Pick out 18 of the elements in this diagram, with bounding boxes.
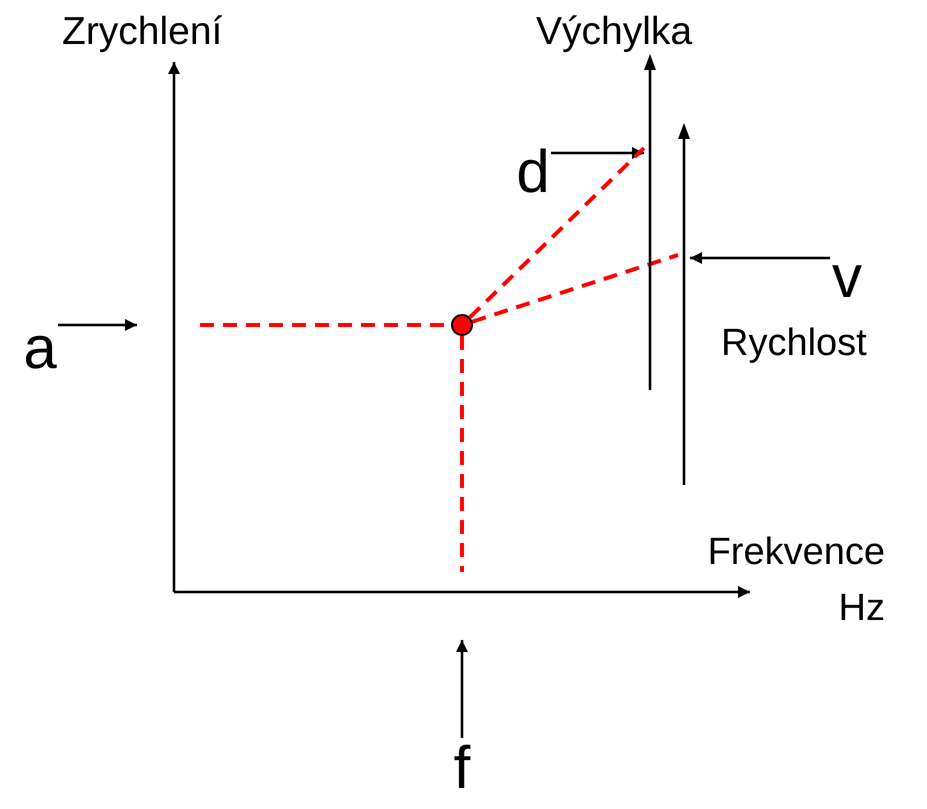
axis-label: Rychlost: [721, 322, 868, 366]
vertical-axis: [644, 54, 656, 390]
dashed-line: [472, 253, 679, 324]
symbol-label: a: [22, 318, 58, 378]
arrow: [456, 640, 468, 738]
symbol-label: f: [446, 738, 478, 798]
symbol-label: d: [515, 142, 551, 202]
symbol-label: v: [830, 247, 864, 307]
dashed-line: [460, 336, 464, 572]
arrow: [551, 147, 644, 159]
dashed-line: [468, 146, 646, 319]
vertical-axis: [678, 123, 690, 485]
axis-label: Frekvence Hz: [706, 530, 885, 631]
point-marker: [451, 314, 473, 336]
arrow: [690, 252, 830, 264]
axis-label: Výchylka: [536, 10, 694, 55]
axis-label: Zrychlení: [62, 10, 224, 55]
arrow: [58, 319, 137, 331]
